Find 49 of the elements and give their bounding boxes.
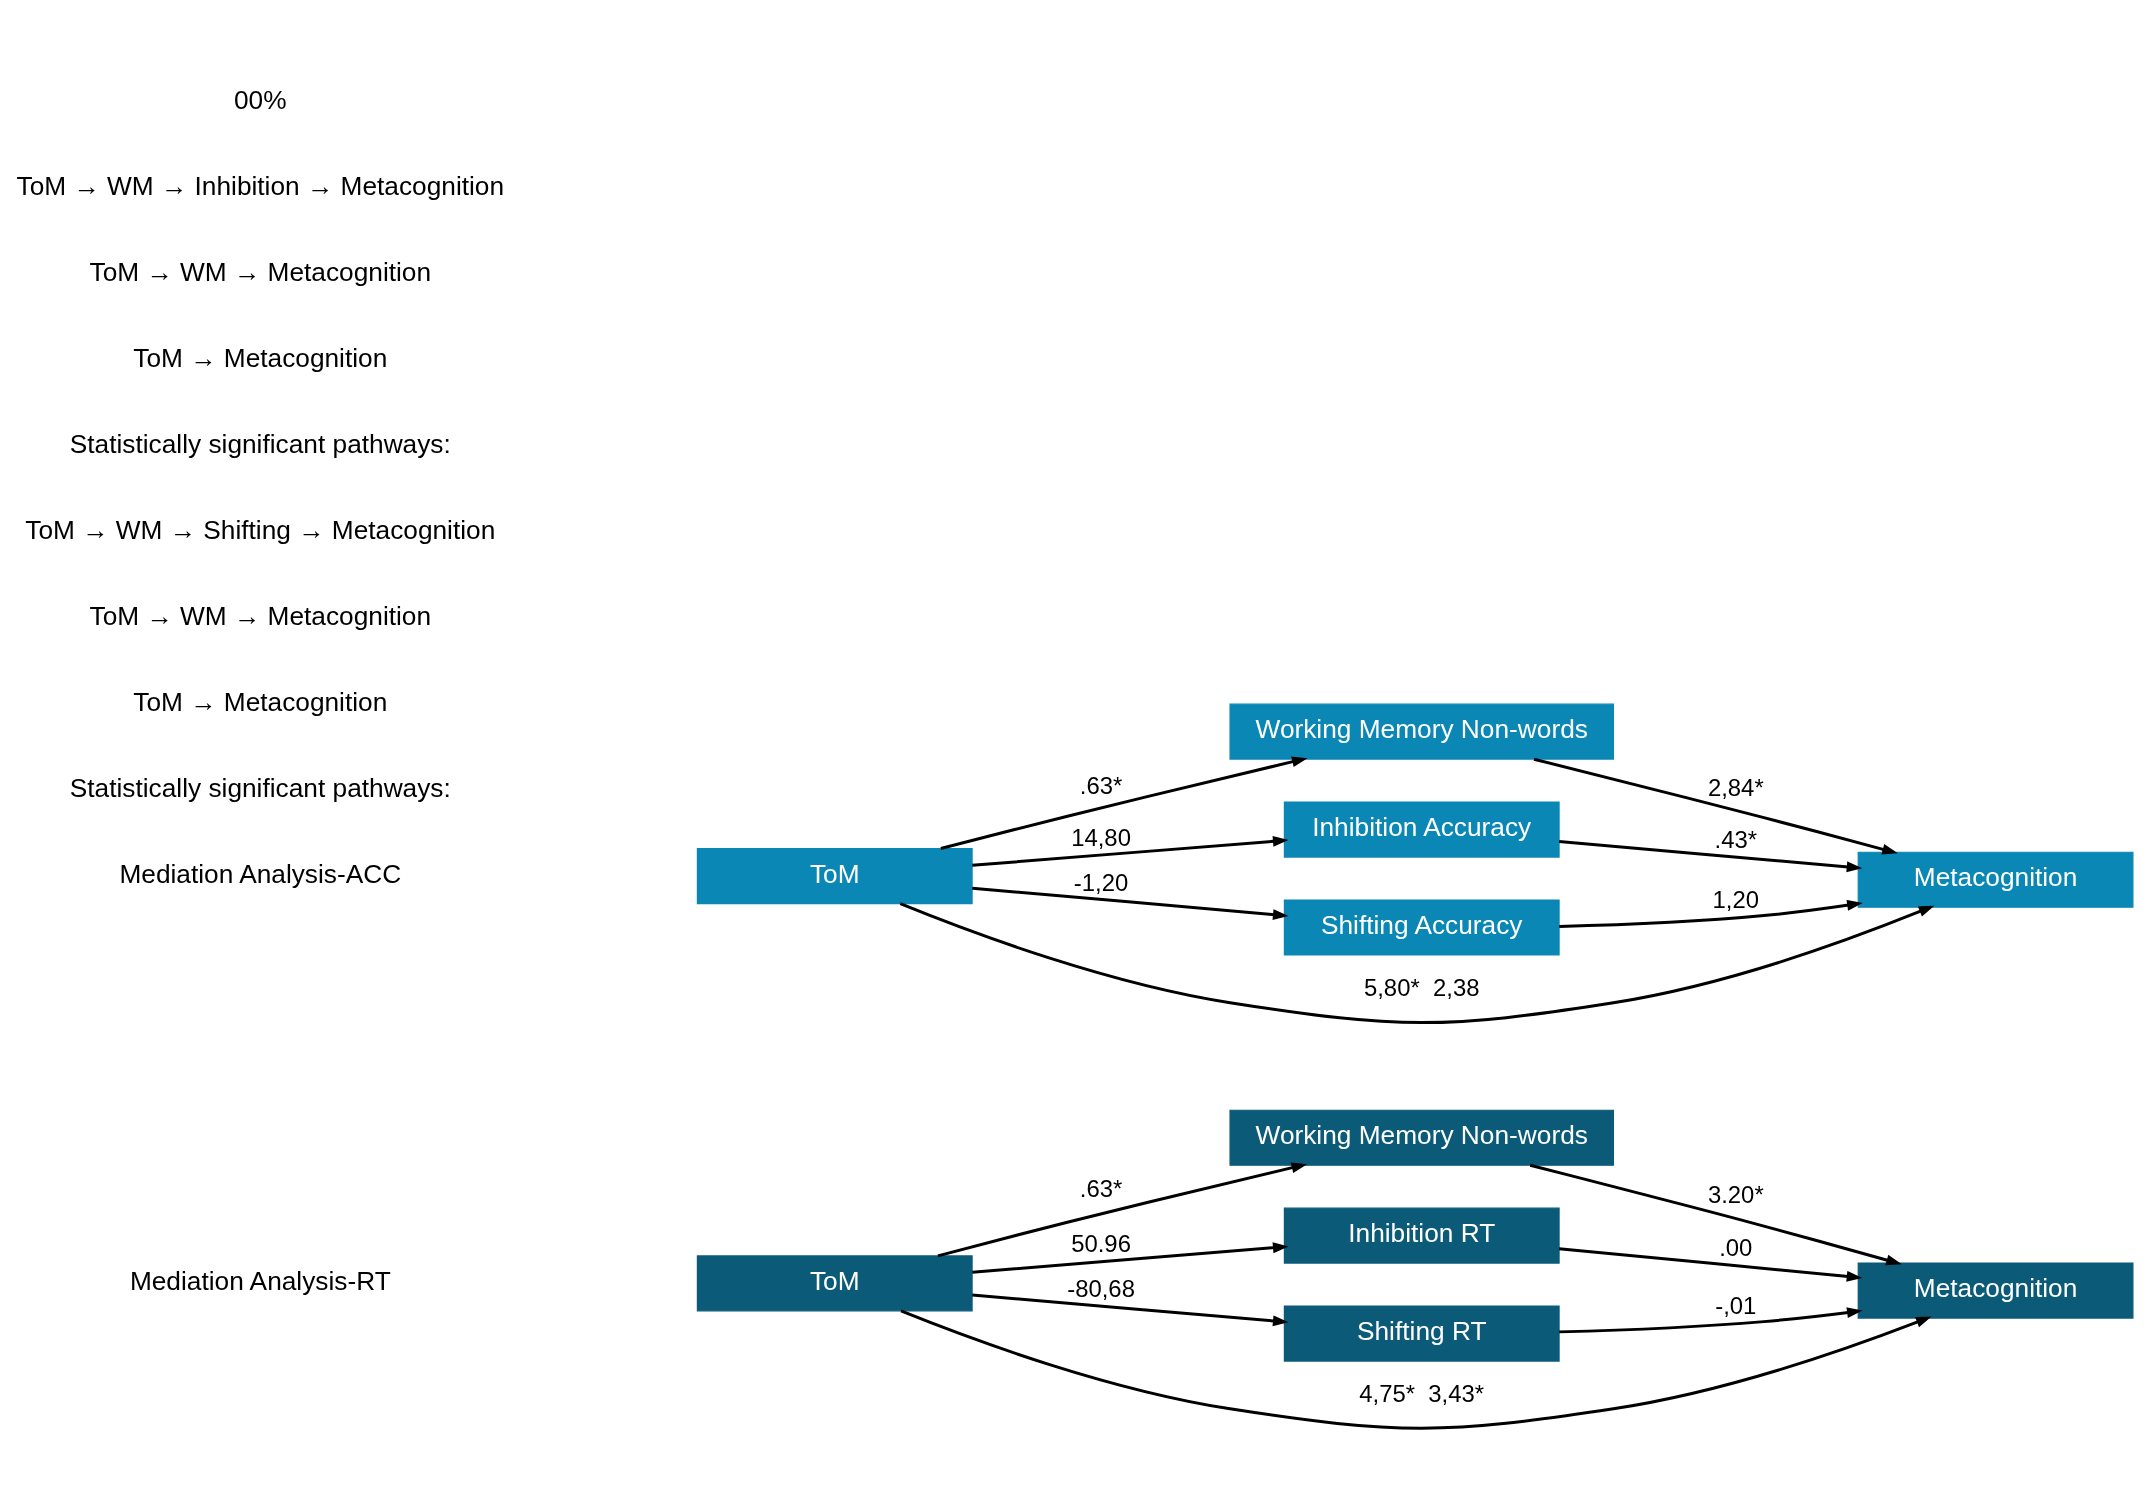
label: ToM → Metacognition <box>133 686 388 717</box>
node-box: Metacognition <box>1857 1262 2134 1319</box>
label: 00% <box>234 84 287 115</box>
node-box: Inhibition Accuracy <box>1283 801 1560 858</box>
edge-label: 5,80* 2,38 <box>1363 973 1480 1001</box>
label: Statistically significant pathways: <box>69 772 451 803</box>
edge-label: .63* <box>1079 1174 1123 1202</box>
label: ToM → WM → Metacognition <box>89 256 432 287</box>
arrow <box>1529 1163 1902 1265</box>
label: ToM → WM → Metacognition <box>89 600 432 631</box>
label: Mediation Analysis-RT <box>129 1265 391 1296</box>
arrow <box>1559 1306 1863 1333</box>
label: Mediation Analysis-ACC <box>119 858 402 889</box>
edge-label: -1,20 <box>1073 867 1129 895</box>
arrow <box>940 755 1308 850</box>
arrow <box>972 835 1289 867</box>
arrow <box>1559 899 1863 928</box>
edge-label: .00 <box>1719 1233 1753 1261</box>
node-box: Working Memory Non-words <box>1229 703 1614 760</box>
label: Statistically significant pathways: <box>69 428 451 459</box>
node-box: ToM <box>696 847 973 904</box>
arrow <box>1533 757 1898 855</box>
node-box: Metacognition <box>1857 851 2134 908</box>
node-box: Working Memory Non-words <box>1229 1109 1614 1166</box>
arrow <box>1558 1246 1863 1282</box>
edge-label: -80,68 <box>1067 1274 1135 1302</box>
edge-label: .43* <box>1714 825 1758 852</box>
edge-label: 2,84* <box>1707 773 1764 801</box>
edge-label: 50.96 <box>1071 1229 1131 1257</box>
edge-label: 1,20 <box>1712 885 1760 913</box>
label: ToM → WM → Inhibition → Metacognition <box>16 170 505 201</box>
node-box: Inhibition RT <box>1283 1207 1560 1264</box>
node-box: Shifting Accuracy <box>1283 898 1560 956</box>
node-box: ToM <box>696 1254 973 1311</box>
arrow <box>972 886 1289 920</box>
arrow <box>937 1161 1308 1257</box>
label: ToM → WM → Shifting → Metacognition <box>25 514 496 545</box>
label: ToM → Metacognition <box>133 342 388 373</box>
node-box: Shifting RT <box>1283 1305 1560 1362</box>
arrow <box>899 901 1935 1024</box>
edge-label: 14,80 <box>1071 823 1131 851</box>
arrow <box>900 1309 1932 1430</box>
arrow <box>1558 839 1863 872</box>
edge-label: .63* <box>1079 771 1123 799</box>
edge-label: -,01 <box>1715 1291 1757 1319</box>
edge-label: 4,75* 3,43* <box>1359 1379 1485 1407</box>
edge-label: 3.20* <box>1707 1180 1764 1208</box>
arrow <box>972 1241 1289 1274</box>
arrow <box>972 1293 1289 1326</box>
